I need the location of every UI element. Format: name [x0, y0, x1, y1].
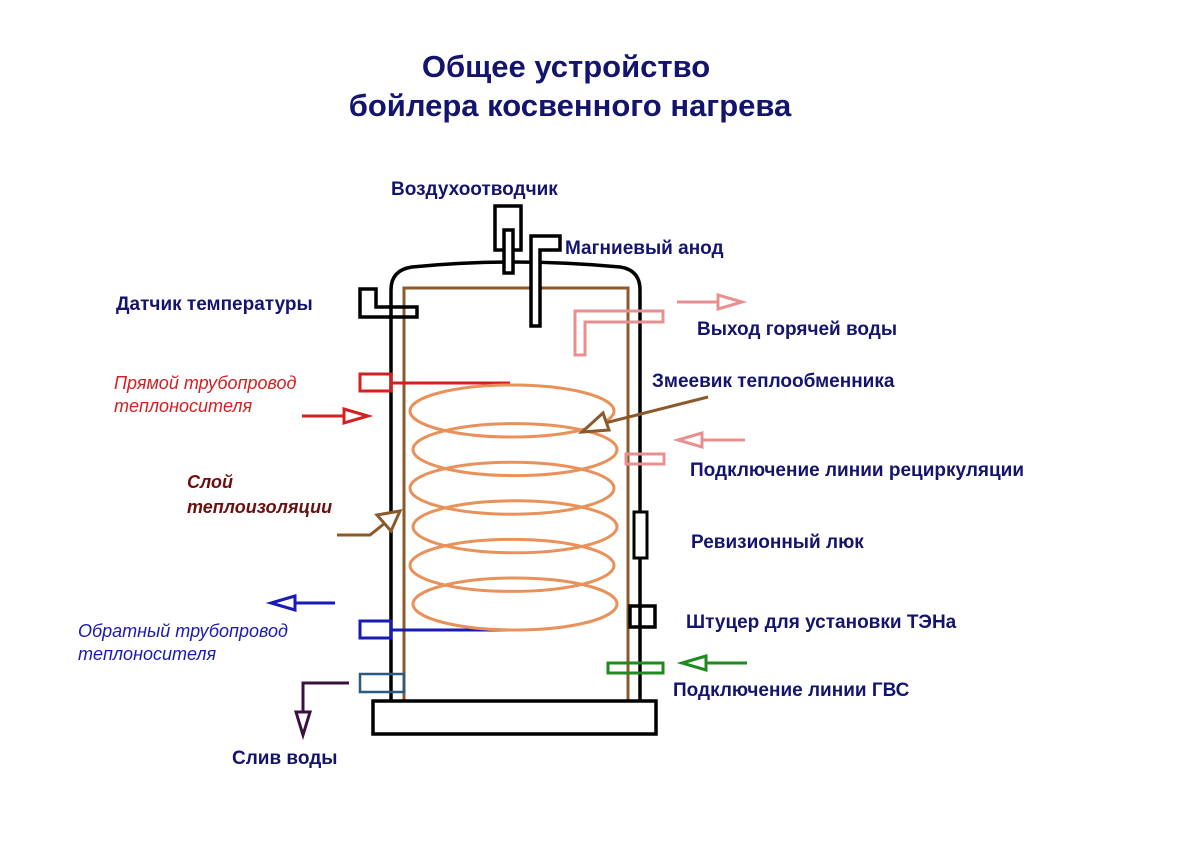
- supply-line-label-2: теплоносителя: [114, 396, 253, 416]
- recirculation-label: Подключение линии рециркуляции: [690, 460, 1024, 481]
- drain-arrow-icon: [293, 681, 349, 741]
- supply-arrow-icon: [302, 407, 374, 425]
- coil-label: Змеевик теплообменника: [652, 371, 895, 392]
- coil-turn: [408, 537, 616, 593]
- dhw-connection-label: Подключение линии ГВС: [673, 680, 910, 701]
- coil-pointer-icon: [577, 395, 709, 434]
- temp-sensor-icon: [358, 287, 419, 319]
- tank-outer-shell: [389, 260, 642, 700]
- magnesium-anode-icon: [529, 234, 562, 328]
- hot-water-out-label: Выход горячей воды: [697, 319, 897, 340]
- recirculation-pipe: [624, 452, 666, 466]
- temp-sensor-label: Датчик температуры: [116, 294, 313, 315]
- dhw-connection-pipe: [606, 661, 665, 675]
- heater-fitting-label: Штуцер для установки ТЭНа: [686, 612, 957, 633]
- return-line-label-2: теплоносителя: [78, 644, 217, 664]
- magnesium-anode-label: Магниевый анод: [565, 238, 724, 259]
- return-line-pipe: [358, 619, 393, 640]
- dhw-arrow-icon: [676, 654, 747, 672]
- drain-pipe: [358, 672, 406, 694]
- heat-exchanger-coil: [408, 383, 619, 632]
- hot-water-out-arrow-icon: [677, 293, 748, 311]
- tank-base: [371, 699, 658, 736]
- heater-fitting-icon: [628, 604, 657, 629]
- supply-line-label-1: Прямой трубопровод: [114, 373, 297, 393]
- title-line-2: бойлера косвенного нагрева: [349, 88, 792, 123]
- insulation-layer: [402, 286, 630, 700]
- coil-turn: [411, 576, 619, 632]
- return-line-label-1: Обратный трубопровод: [78, 621, 288, 641]
- inspection-hatch-icon: [632, 510, 649, 560]
- insulation-label-2: теплоизоляции: [187, 497, 332, 517]
- hot-water-outlet-pipe: [573, 309, 665, 357]
- insulation-pointer-icon: [337, 509, 403, 537]
- title-line-1: Общее устройство: [422, 49, 710, 84]
- coil-turn: [408, 460, 616, 516]
- insulation-label-1: Слой: [187, 472, 233, 492]
- return-arrow-icon: [265, 594, 335, 612]
- recirculation-arrow-icon: [672, 431, 745, 449]
- air-vent-icon: [493, 204, 523, 275]
- air-vent-label: Воздухоотводчик: [391, 179, 558, 200]
- inspection-hatch-label: Ревизионный люк: [691, 532, 864, 553]
- supply-line-pipe: [358, 372, 393, 393]
- coil-turn: [408, 383, 616, 439]
- drain-label: Слив воды: [232, 748, 338, 769]
- coil-turn: [411, 499, 619, 555]
- coil-turn: [411, 422, 619, 478]
